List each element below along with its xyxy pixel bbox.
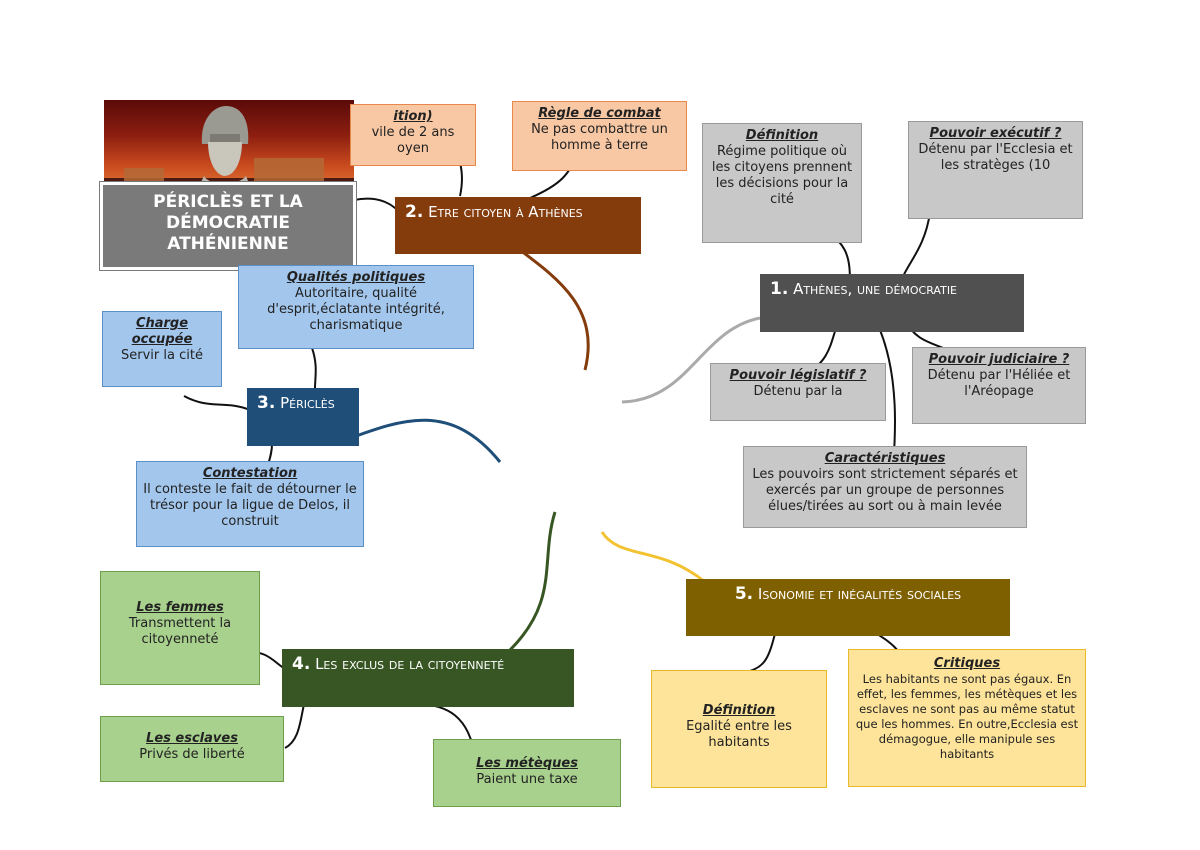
node-caracteristiques: Caractéristiques Les pouvoirs sont stric…: [743, 446, 1027, 528]
node-qualites-body: Autoritaire, qualité d'esprit,éclatante …: [267, 286, 445, 333]
node-definition1-body: Régime politique où les citoyens prennen…: [711, 144, 853, 207]
connector-esclaves: [284, 699, 306, 749]
node-definition1-title: Définition: [745, 128, 819, 143]
node-les-femmes: Les femmes Transmettent la citoyenneté: [100, 571, 260, 685]
node-charge-body: Servir la cité: [121, 348, 203, 363]
node-meteques-body: Paient une taxe: [476, 772, 578, 787]
branch-3-number: 3.: [257, 393, 276, 413]
node-contestation-body: Il conteste le fait de détourner le trés…: [143, 482, 357, 529]
node-legislatif-body: Détenu par la: [753, 384, 843, 399]
branch-header-5[interactable]: 5. Isonomie et inégalités sociales: [686, 579, 1010, 636]
node-meteques-title: Les métèques: [476, 756, 578, 771]
node-esclaves-title: Les esclaves: [146, 731, 238, 746]
branch-line-2: [519, 248, 590, 371]
node-critiques-body: Les habitants ne sont pas égaux. En effe…: [855, 672, 1079, 761]
branch-line-1: [621, 316, 761, 404]
node-judiciaire-body: Détenu par l'Héliée et l'Aréopage: [927, 368, 1071, 399]
node-critiques-title: Critiques: [933, 656, 1001, 671]
node-qualites-politiques: Qualités politiques Autoritaire, qualité…: [238, 265, 474, 349]
branch-5-title: Isonomie et inégalités sociales: [757, 585, 962, 603]
node-pouvoir-judiciaire: Pouvoir judiciaire ? Détenu par l'Héliée…: [912, 347, 1086, 424]
node-contestation-title: Contestation: [202, 466, 298, 481]
branch-2-title: Etre citoyen à Athènes: [428, 203, 583, 221]
node-regle-body: Ne pas combattre un homme à terre: [531, 122, 668, 153]
node-charge-title: Charge occupée: [131, 316, 193, 347]
node-definition-democratie: Définition Régime politique où les citoy…: [702, 123, 862, 243]
node-executif-title: Pouvoir exécutif ?: [929, 126, 1062, 141]
node-charge-occupee: Charge occupée Servir la cité: [102, 311, 222, 387]
connector-charge: [183, 395, 251, 411]
main-title: PÉRICLÈS ET LA DÉMOCRATIE ATHÉNIENNE: [100, 182, 356, 270]
node-les-esclaves: Les esclaves Privés de liberté: [100, 716, 284, 782]
node-judiciaire-title: Pouvoir judiciaire ?: [928, 352, 1070, 367]
node-esclaves-body: Privés de liberté: [139, 747, 245, 762]
node-legislatif-title: Pouvoir législatif ?: [729, 368, 867, 383]
node-contestation: Contestation Il conteste le fait de déto…: [136, 461, 364, 547]
branch-1-number: 1.: [770, 279, 789, 299]
node-definition5-title: Définition: [702, 703, 776, 718]
branch-line-4: [508, 511, 557, 652]
node-condition: ition) vile de 2 ans oyen: [350, 104, 476, 166]
node-critiques: Critiques Les habitants ne sont pas égau…: [848, 649, 1086, 787]
node-pouvoir-legislatif: Pouvoir législatif ? Détenu par la: [710, 363, 886, 421]
node-definition5-body: Egalité entre les habitants: [686, 719, 792, 750]
branch-header-2[interactable]: 2. Etre citoyen à Athènes: [395, 197, 641, 254]
branch-line-3: [344, 418, 502, 463]
node-condition-body: vile de 2 ans oyen: [371, 125, 455, 156]
node-executif-body: Détenu par l'Ecclesia et les stratèges (…: [918, 142, 1073, 173]
branch-line-5: [600, 531, 706, 584]
node-condition-title: ition): [393, 109, 433, 124]
branch-3-title: Périclès: [280, 394, 335, 412]
node-femmes-body: Transmettent la citoyenneté: [128, 616, 232, 647]
branch-2-number: 2.: [405, 202, 424, 222]
node-femmes-title: Les femmes: [136, 600, 224, 615]
node-qualites-title: Qualités politiques: [286, 270, 426, 285]
main-title-text: PÉRICLÈS ET LA DÉMOCRATIE ATHÉNIENNE: [153, 192, 303, 254]
branch-1-title: Athènes, une démocratie: [793, 280, 958, 298]
branch-header-1[interactable]: 1. Athènes, une démocratie: [760, 274, 1024, 332]
node-definition-isonomie: Définition Egalité entre les habitants: [651, 670, 827, 788]
node-regle-title: Règle de combat: [538, 106, 661, 121]
branch-header-4[interactable]: 4. Les exclus de la citoyenneté: [282, 649, 574, 707]
branch-5-number: 5.: [734, 584, 754, 604]
node-caracteristiques-body: Les pouvoirs sont strictement séparés et…: [752, 467, 1018, 514]
branch-4-number: 4.: [292, 654, 311, 674]
node-les-meteques: Les métèques Paient une taxe: [433, 739, 621, 807]
connector-qualites: [311, 347, 317, 389]
node-caracteristiques-title: Caractéristiques: [824, 451, 946, 466]
node-regle-combat: Règle de combat Ne pas combattre un homm…: [512, 101, 687, 171]
branch-4-title: Les exclus de la citoyenneté: [315, 655, 505, 673]
node-pouvoir-executif: Pouvoir exécutif ? Détenu par l'Ecclesia…: [908, 121, 1083, 219]
branch-header-3[interactable]: 3. Périclès: [247, 388, 359, 446]
